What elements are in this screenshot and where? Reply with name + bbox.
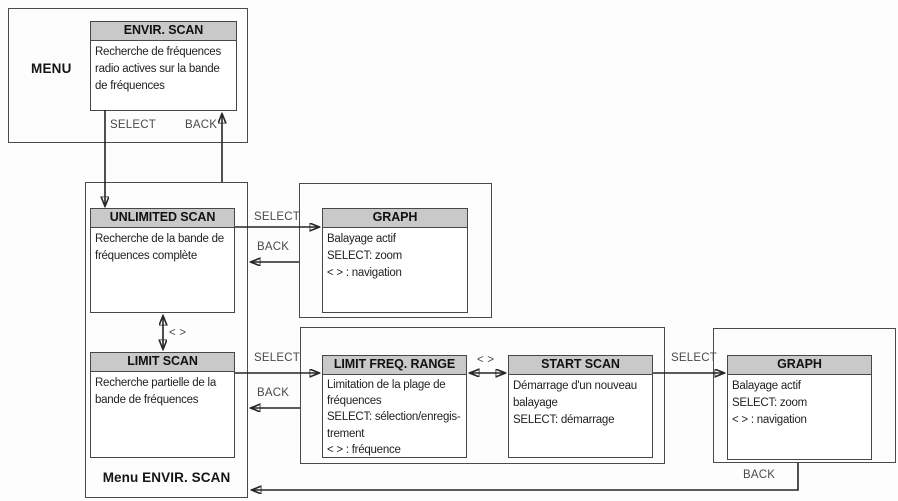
node-limit-freq-range-title: LIMIT FREQ. RANGE (323, 356, 466, 375)
node-text-line: fréquences (327, 395, 382, 408)
node-text-line: balayage (513, 397, 558, 409)
node-limit-freq-range: LIMIT FREQ. RANGE Limitation de la plage… (322, 355, 467, 458)
node-text-line: < > : fréquence (327, 443, 401, 456)
node-unlimited-scan-title: UNLIMITED SCAN (91, 209, 234, 228)
node-graph-right-body: Balayage actif SELECT: zoom < > : naviga… (728, 375, 871, 429)
node-limit-scan: LIMIT SCAN Recherche partielle de la ban… (90, 352, 235, 458)
node-text-line: < > : navigation (732, 414, 807, 426)
node-graph-top-body: Balayage actif SELECT: zoom < > : naviga… (323, 228, 467, 282)
node-start-scan-title: START SCAN (509, 356, 652, 375)
node-envir-scan-title: ENVIR. SCAN (91, 22, 236, 41)
node-text-line: radio actives sur la bande (95, 63, 220, 75)
node-text-line: de fréquences (95, 80, 165, 92)
node-text-line: fréquences complète (95, 250, 198, 262)
edge-label-back-freqrange-limit: BACK (257, 387, 290, 399)
node-text-line: < > : navigation (327, 267, 402, 279)
arrow-back-graph-to-group (252, 463, 799, 490)
graph-screen-frame-top (299, 183, 492, 318)
node-text-line: Limitation de la plage de (327, 379, 446, 391)
node-text-line: SELECT: sélection/enregis- (327, 411, 461, 424)
node-envir-scan: ENVIR. SCAN Recherche de fréquences radi… (90, 21, 237, 111)
edge-label-nav-unlimited-limit: < > (169, 327, 187, 339)
menu-window-frame: MENU (8, 8, 248, 143)
node-text-line: SELECT: zoom (327, 250, 402, 262)
edge-label-select-unlimited-graph: SELECT (254, 211, 300, 223)
edge-label-select-menu: SELECT (110, 119, 156, 131)
node-text-line: SELECT: démarrage (513, 414, 615, 426)
node-text-line: SELECT: zoom (732, 397, 807, 409)
node-unlimited-scan-body: Recherche de la bande de fréquences comp… (91, 228, 234, 265)
node-text-line: Recherche de la bande de (95, 233, 224, 245)
node-text-line: Démarrage d'un nouveau (513, 380, 637, 392)
edge-label-back-graph-menu: BACK (743, 469, 776, 481)
node-text-line: Recherche partielle de la (95, 377, 216, 389)
node-unlimited-scan: UNLIMITED SCAN Recherche de la bande de … (90, 208, 235, 313)
edge-label-back-menu: BACK (185, 119, 218, 131)
node-text-line: Recherche de fréquences (95, 46, 221, 58)
node-limit-scan-title: LIMIT SCAN (91, 353, 234, 372)
node-graph-top: GRAPH Balayage actif SELECT: zoom < > : … (322, 208, 468, 313)
node-text-line: trement (327, 427, 365, 440)
graph-screen-frame-right (713, 328, 896, 463)
menu-window-title: MENU (31, 61, 72, 76)
node-start-scan-body: Démarrage d'un nouveau balayage SELECT: … (509, 375, 652, 429)
edge-label-back-graph-unlimited: BACK (257, 241, 290, 253)
node-limit-freq-range-body: Limitation de la plage de fréquences SEL… (323, 375, 466, 458)
edge-label-nav-freqrange-startscan: < > (477, 354, 495, 366)
node-envir-scan-body: Recherche de fréquences radio actives su… (91, 41, 236, 95)
node-graph-top-title: GRAPH (323, 209, 467, 228)
node-text-line: Balayage actif (732, 380, 801, 392)
node-limit-scan-body: Recherche partielle de la bande de fréqu… (91, 372, 234, 409)
envir-scan-group-caption: Menu ENVIR. SCAN (102, 470, 231, 485)
edge-label-select-limit-freqrange: SELECT (254, 352, 300, 364)
node-text-line: Balayage actif (327, 233, 396, 245)
node-graph-right: GRAPH Balayage actif SELECT: zoom < > : … (727, 355, 872, 460)
node-graph-right-title: GRAPH (728, 356, 871, 375)
node-text-line: bande de fréquences (95, 394, 199, 406)
node-start-scan: START SCAN Démarrage d'un nouveau balaya… (508, 355, 653, 458)
edge-label-select-startscan-graph: SELECT (671, 352, 717, 364)
envir-scan-group-frame (85, 182, 248, 498)
